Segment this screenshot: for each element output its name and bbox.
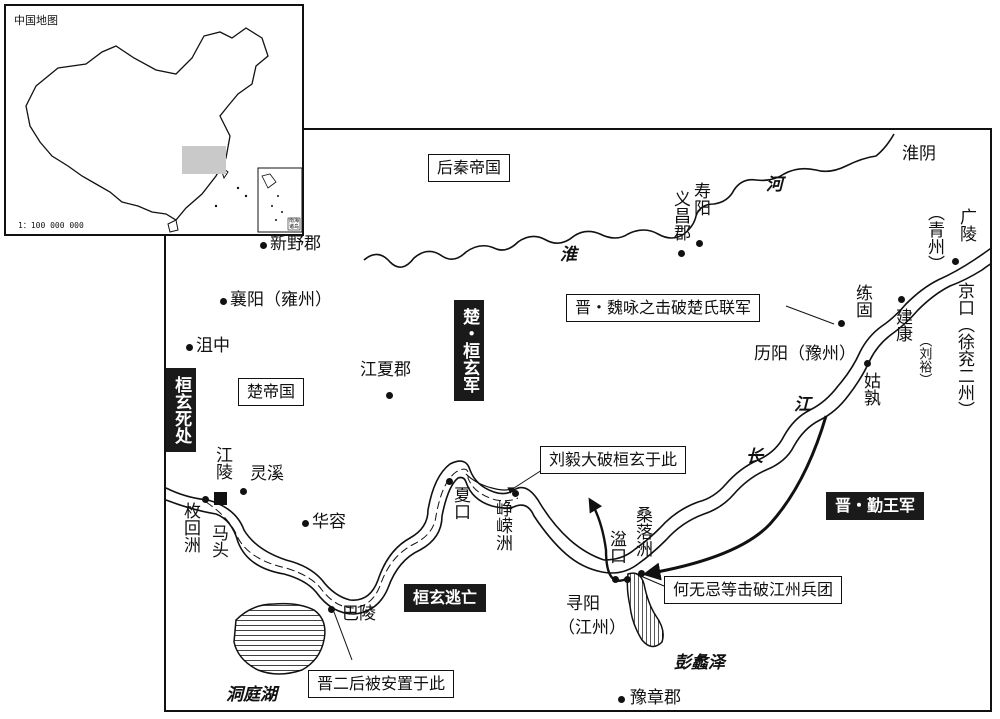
dot-xiakou bbox=[446, 478, 453, 485]
chu-army-route bbox=[465, 473, 516, 494]
label-xiangyang: 襄阳（雍州） bbox=[230, 290, 332, 310]
label-yichang: 义昌郡 bbox=[670, 190, 691, 241]
callout-weiyong: 晋・魏咏之击破楚氏联军 bbox=[566, 294, 761, 322]
label-xunyang: 寻阳 bbox=[566, 594, 600, 614]
label-huaiyin: 淮阴 bbox=[902, 144, 936, 164]
dot-liangu bbox=[838, 320, 845, 327]
label-qingzhou: （青州） bbox=[924, 204, 945, 272]
label-jingkou: 京口（徐兖二州） bbox=[954, 282, 975, 418]
water-jiang: 江 bbox=[794, 395, 811, 415]
label-xiakou: 夏口 bbox=[450, 486, 471, 520]
callout-liuyi: 刘毅大破桓玄于此 bbox=[540, 446, 687, 474]
inset-china-outline bbox=[25, 27, 302, 233]
dot-jiangxia bbox=[386, 392, 393, 399]
label-lingxi: 灵溪 bbox=[250, 464, 284, 484]
water-dongting: 洞庭湖 bbox=[226, 685, 277, 705]
dot-penkou bbox=[612, 576, 619, 583]
dot-meihui bbox=[202, 496, 209, 503]
dot-yuzhang bbox=[618, 696, 625, 703]
dot-yichang bbox=[678, 250, 685, 257]
yangtze-lower-north bbox=[603, 247, 990, 561]
dot-baling bbox=[328, 606, 335, 613]
label-jiangzhou: （江州） bbox=[558, 618, 626, 638]
dot-huarong bbox=[302, 520, 309, 527]
label-huarong: 华容 bbox=[312, 512, 346, 532]
water-huai: 淮 bbox=[560, 245, 577, 265]
inset-south-sea-label: 南海诸岛 bbox=[289, 218, 300, 230]
region-chu: 楚帝国 bbox=[238, 378, 305, 406]
label-penkou: 湓口 bbox=[606, 530, 627, 564]
callout-huanxuan-death: 桓玄死处 bbox=[166, 368, 197, 452]
dot-xiangyang bbox=[220, 298, 227, 305]
dot-sangluo bbox=[638, 570, 645, 577]
label-gushu: 姑孰 bbox=[860, 372, 881, 406]
huai-river bbox=[363, 133, 895, 268]
label-liangu: 练固 bbox=[852, 284, 873, 318]
region-houqin: 后秦帝国 bbox=[428, 154, 511, 182]
huanxuan-escape-route bbox=[205, 468, 519, 609]
label-juzhong: 沮中 bbox=[196, 336, 230, 356]
dot-gushu bbox=[864, 360, 871, 367]
yangtze-lower-south bbox=[601, 263, 990, 574]
water-chang: 长 bbox=[746, 447, 763, 467]
label-jiangxia: 江夏郡 bbox=[360, 360, 411, 380]
dot-jiankang bbox=[898, 296, 905, 303]
inset-map: 中国地图 南海诸岛 1：100 000 000 bbox=[4, 4, 304, 236]
label-baling: 巴陵 bbox=[342, 604, 376, 624]
label-liyang: 历阳（豫州） bbox=[754, 344, 856, 364]
jiangling-marker bbox=[214, 492, 227, 505]
label-meihui: 枚回洲 bbox=[180, 502, 201, 553]
callout-hewuji: 何无忌等击破江州兵团 bbox=[664, 576, 843, 604]
water-he: 河 bbox=[766, 175, 783, 195]
label-sangluo: 桑落洲 bbox=[632, 506, 653, 557]
dot-shouyang bbox=[696, 240, 703, 247]
label-guangling: 广陵 bbox=[956, 208, 977, 242]
label-liuyu: （刘裕） bbox=[916, 334, 932, 386]
inset-highlight bbox=[182, 146, 226, 174]
label-jiankang: 建康 bbox=[892, 308, 913, 342]
label-matou: 马头 bbox=[208, 524, 229, 558]
label-shouyang: 寿阳 bbox=[690, 182, 711, 216]
water-pengli: 彭蠡泽 bbox=[674, 653, 725, 673]
inset-title: 中国地图 bbox=[14, 14, 58, 27]
label-zhengrong: 峥嵘洲 bbox=[492, 500, 513, 551]
label-yuzhang: 豫章郡 bbox=[630, 688, 681, 708]
dongting-lake bbox=[233, 602, 326, 675]
dot-xunyang bbox=[624, 576, 631, 583]
callout-chu-huanxuan-army: 楚・桓玄军 bbox=[454, 300, 485, 401]
jin-qinwang-route bbox=[642, 415, 828, 581]
dot-juzhong bbox=[186, 344, 193, 351]
dot-xinye bbox=[260, 242, 267, 249]
callout-jinqinwang: 晋・勤王军 bbox=[826, 492, 925, 520]
label-xinye: 新野郡 bbox=[270, 234, 321, 254]
yangtze-south-bank bbox=[166, 476, 603, 615]
pengli-marsh bbox=[626, 572, 664, 648]
dot-guangling bbox=[952, 258, 959, 265]
dot-lingxi bbox=[240, 488, 247, 495]
yangtze-north-bank bbox=[166, 460, 605, 601]
map-linework bbox=[166, 133, 990, 675]
callout-huanxuantaowang: 桓玄逃亡 bbox=[404, 584, 487, 612]
callout-jinerhou: 晋二后被安置于此 bbox=[308, 670, 455, 698]
dot-zhengrong bbox=[512, 490, 519, 497]
inset-scale: 1：100 000 000 bbox=[18, 221, 84, 230]
label-jiangling: 江陵 bbox=[212, 446, 233, 480]
